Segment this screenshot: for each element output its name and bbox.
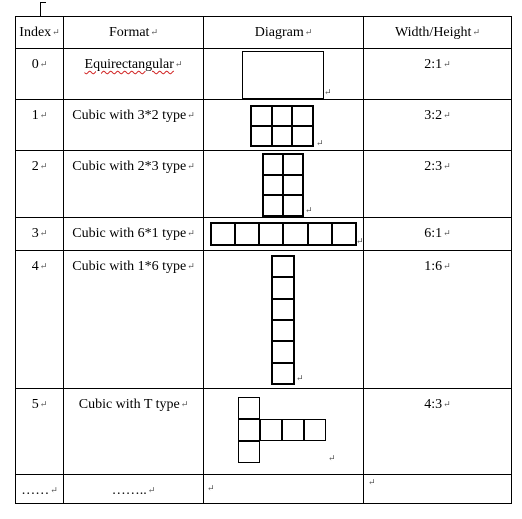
ratio-cell: 6:1↵ [363,217,512,251]
diagram-cell: ↵ [203,48,364,100]
format-cell: Cubic with T type↵ [63,388,204,475]
format-table: Index↵ Format↵ Diagram↵ Width/Height↵ 0↵… [15,16,512,504]
ratio-cell: 3:2↵ [363,99,512,151]
ratio-cell: 2:1↵ [363,48,512,100]
table-row: 2↵ Cubic with 2*3 type↵ ↵ 2:3↵ [15,150,512,218]
table-row: 5↵ Cubic with T type↵ ↵ 4:3↵ [15,388,512,475]
format-cell: Cubic with 6*1 type↵ [63,217,204,251]
table-row: 1↵ Cubic with 3*2 type↵ ↵ 3:2↵ [15,99,512,151]
cubic-2x3-diagram [262,153,304,217]
table-row: 3↵ Cubic with 6*1 type↵ ↵ 6:1↵ [15,217,512,251]
index-cell: 4↵ [15,250,64,389]
diagram-cell: ↵ [203,474,364,504]
diagram-cell: ↵ [203,217,364,251]
ratio-cell: ↵ [363,474,512,504]
cubic-3x2-diagram [250,105,314,147]
format-cell: Equirectangular↵ [63,48,204,100]
text-cursor [40,2,46,16]
format-cell: Cubic with 3*2 type↵ [63,99,204,151]
index-cell: ……↵ [15,474,64,504]
diagram-cell: ↵ [203,250,364,389]
table-row: 4↵ Cubic with 1*6 type↵ ↵ 1:6↵ [15,250,512,389]
header-index: Index↵ [15,16,64,49]
index-cell: 0↵ [15,48,64,100]
index-cell: 3↵ [15,217,64,251]
header-format: Format↵ [63,16,204,49]
diagram-cell: ↵ [203,150,364,218]
format-cell: Cubic with 1*6 type↵ [63,250,204,389]
diagram-cell: ↵ [203,99,364,151]
cubic-t-diagram [238,397,328,465]
index-cell: 5↵ [15,388,64,475]
format-cell: Cubic with 2*3 type↵ [63,150,204,218]
ratio-cell: 1:6↵ [363,250,512,389]
header-ratio: Width/Height↵ [363,16,512,49]
format-cell: ……..↵ [63,474,204,504]
equirectangular-diagram [242,51,324,99]
ratio-cell: 2:3↵ [363,150,512,218]
index-cell: 1↵ [15,99,64,151]
ratio-cell: 4:3↵ [363,388,512,475]
header-diagram: Diagram↵ [203,16,364,49]
diagram-cell: ↵ [203,388,364,475]
header-row: Index↵ Format↵ Diagram↵ Width/Height↵ [15,16,512,49]
table-row: 0↵ Equirectangular↵ ↵ 2:1↵ [15,48,512,100]
cubic-6x1-diagram [210,222,357,246]
cubic-1x6-diagram [271,255,295,385]
table-row: ……↵ ……..↵ ↵ ↵ [15,474,512,504]
index-cell: 2↵ [15,150,64,218]
